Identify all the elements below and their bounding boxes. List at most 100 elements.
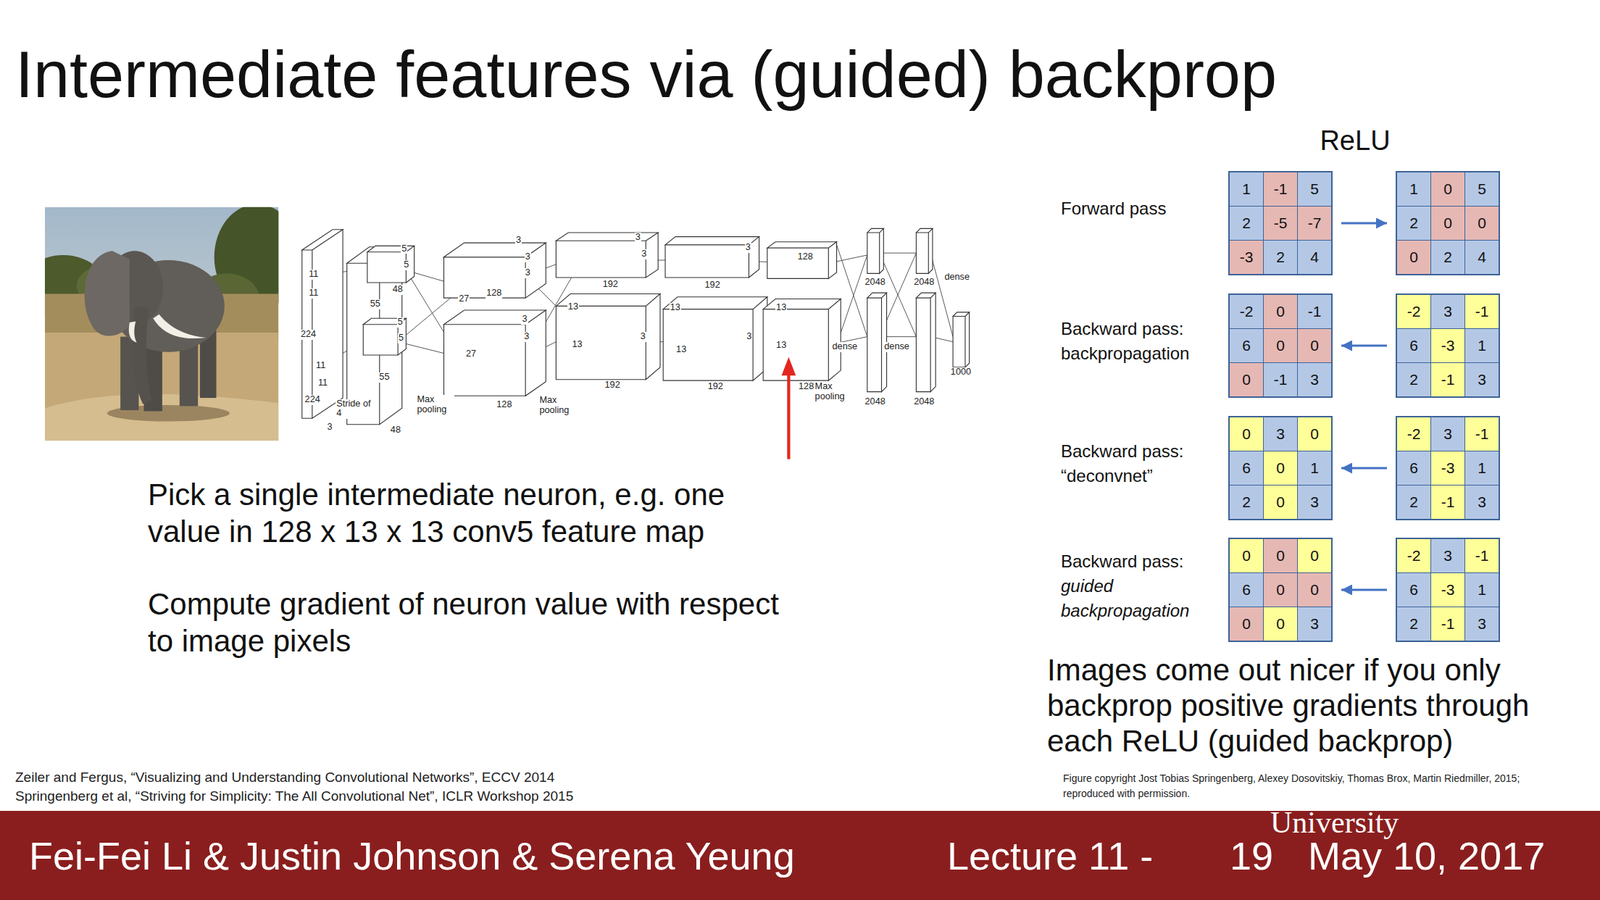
layer-dimension: 11 xyxy=(307,288,319,299)
grid-cell: -1 xyxy=(1297,294,1332,329)
layer-dimension: 5 xyxy=(402,260,410,271)
layer-volume xyxy=(555,232,658,278)
layer-dimension: 27 xyxy=(457,294,470,305)
layer-dimension: 55 xyxy=(369,299,382,310)
row-label: Forward pass xyxy=(1060,196,1224,222)
grid-cell: 3 xyxy=(1431,539,1465,573)
grid-cell: 0 xyxy=(1229,417,1264,451)
layer-dimension: 13 xyxy=(675,344,687,356)
grid-cell: -1 xyxy=(1431,363,1465,397)
body-text: Pick a single intermediate neuron, e.g. … xyxy=(147,476,793,550)
grid-cell: 0 xyxy=(1431,172,1465,206)
layer-dimension: dense xyxy=(883,342,911,353)
footer-authors: Fei-Fei Li & Justin Johnson & Serena Yeu… xyxy=(28,836,795,876)
grid-cell: 2 xyxy=(1431,240,1465,274)
row-label: Backward pass: xyxy=(1060,549,1224,574)
layer-dimension: 13 xyxy=(571,339,583,350)
grid-cell: 3 xyxy=(1465,363,1499,397)
grid-cell: 0 xyxy=(1297,417,1332,451)
grid-cell: 0 xyxy=(1263,451,1298,485)
gradient-arrow xyxy=(1341,589,1387,592)
grid-cell: 2 xyxy=(1229,206,1264,240)
grid-cell: 0 xyxy=(1263,573,1298,607)
network-figure xyxy=(302,228,970,424)
grid-cell: 2 xyxy=(1397,363,1431,397)
layer-dimension: 128 xyxy=(485,288,503,299)
elephant-ear xyxy=(84,250,130,336)
grid-cell: 1 xyxy=(1229,172,1264,206)
grid-cell: -2 xyxy=(1229,294,1264,329)
grid-cell: 2 xyxy=(1397,607,1431,641)
row-label: Backward pass: backpropagation xyxy=(1060,316,1224,366)
grid-cell: 3 xyxy=(1297,363,1332,397)
grid-cell: 2 xyxy=(1397,485,1431,519)
layer-dimension: 192 xyxy=(707,381,724,393)
grid-cell: 0 xyxy=(1465,206,1499,240)
grid-cell: 6 xyxy=(1229,451,1264,485)
layer-dimension: 1000 xyxy=(950,367,972,378)
grid-cell: 3 xyxy=(1297,485,1332,519)
footer-lecture: Lecture 11 - xyxy=(947,836,1153,876)
layer-dimension: 2048 xyxy=(913,277,935,288)
layer-dimension: 13 xyxy=(567,302,579,313)
figure-credit: Figure copyright Jost Tobias Springenber… xyxy=(1062,771,1535,802)
layer-dimension: 3 xyxy=(640,249,648,260)
layer-dimension: 5 xyxy=(397,317,404,328)
network-wire xyxy=(836,255,868,345)
grid-cell: -1 xyxy=(1431,607,1465,641)
grid-cell: 3 xyxy=(1431,417,1465,451)
grid-cell: 2 xyxy=(1229,485,1264,519)
row-label: Backward pass: “deconvnet” xyxy=(1060,439,1224,488)
relu-grid: 1-152-5-7-324 xyxy=(1228,171,1333,276)
layer-dimension: 13 xyxy=(775,302,787,314)
network-wire xyxy=(879,252,917,254)
footer-page: 19 xyxy=(1229,836,1274,876)
gradient-arrow xyxy=(1341,467,1387,470)
pointer-head xyxy=(781,357,797,376)
layer-volume xyxy=(443,310,546,396)
layer-dimension: dense xyxy=(943,272,971,283)
layer-note: Stride of 4 xyxy=(335,399,372,420)
layer-dimension: 3 xyxy=(326,422,334,433)
grid-cell: 0 xyxy=(1263,294,1298,329)
grid-cell: 5 xyxy=(1465,172,1499,206)
layer-dimension: 224 xyxy=(304,394,322,406)
grid-cell: 0 xyxy=(1229,607,1264,641)
layer-dimension: 3 xyxy=(523,331,530,343)
body-text: Images come out nicer if you only backpr… xyxy=(1047,652,1555,759)
layer-dimension: 3 xyxy=(744,242,752,253)
grid-cell: -1 xyxy=(1465,539,1499,573)
grid-cell: 6 xyxy=(1229,573,1264,607)
body-text: Compute gradient of neuron value with re… xyxy=(147,585,793,660)
layer-volume xyxy=(555,294,661,380)
layer-volume xyxy=(915,228,933,274)
grid-cell: 6 xyxy=(1397,451,1431,485)
layer-dimension: 128 xyxy=(495,400,513,411)
layer-dimension: 13 xyxy=(775,340,787,351)
citation: Springenberg et al, “Striving for Simpli… xyxy=(15,788,574,805)
layer-volume xyxy=(665,236,760,278)
layer-note: Max pooling xyxy=(415,394,455,416)
slide-illustration xyxy=(20,204,969,460)
grid-cell: 3 xyxy=(1297,607,1332,641)
grid-cell: -1 xyxy=(1431,485,1465,519)
grid-cell: 5 xyxy=(1297,172,1332,206)
grid-cell: -2 xyxy=(1397,539,1431,573)
grid-cell: -1 xyxy=(1465,294,1499,329)
grid-cell: 4 xyxy=(1297,240,1332,274)
grid-cell: -3 xyxy=(1431,328,1465,363)
elephant-tusk xyxy=(152,314,206,339)
layer-volume xyxy=(915,292,936,393)
layer-dimension: 2048 xyxy=(864,277,887,288)
grid-cell: 1 xyxy=(1465,328,1499,363)
layer-dimension: 128 xyxy=(797,381,815,393)
citation: Zeiler and Fergus, “Visualizing and Unde… xyxy=(15,769,555,786)
layer-volume xyxy=(767,242,837,279)
pointer-arrow xyxy=(781,357,797,460)
layer-dimension: 3 xyxy=(745,331,753,343)
relu-grid: -23-16-312-13 xyxy=(1395,293,1500,398)
grid-cell: 3 xyxy=(1465,485,1499,519)
elephant-photo xyxy=(44,207,279,441)
grid-cell: 0 xyxy=(1263,328,1298,363)
